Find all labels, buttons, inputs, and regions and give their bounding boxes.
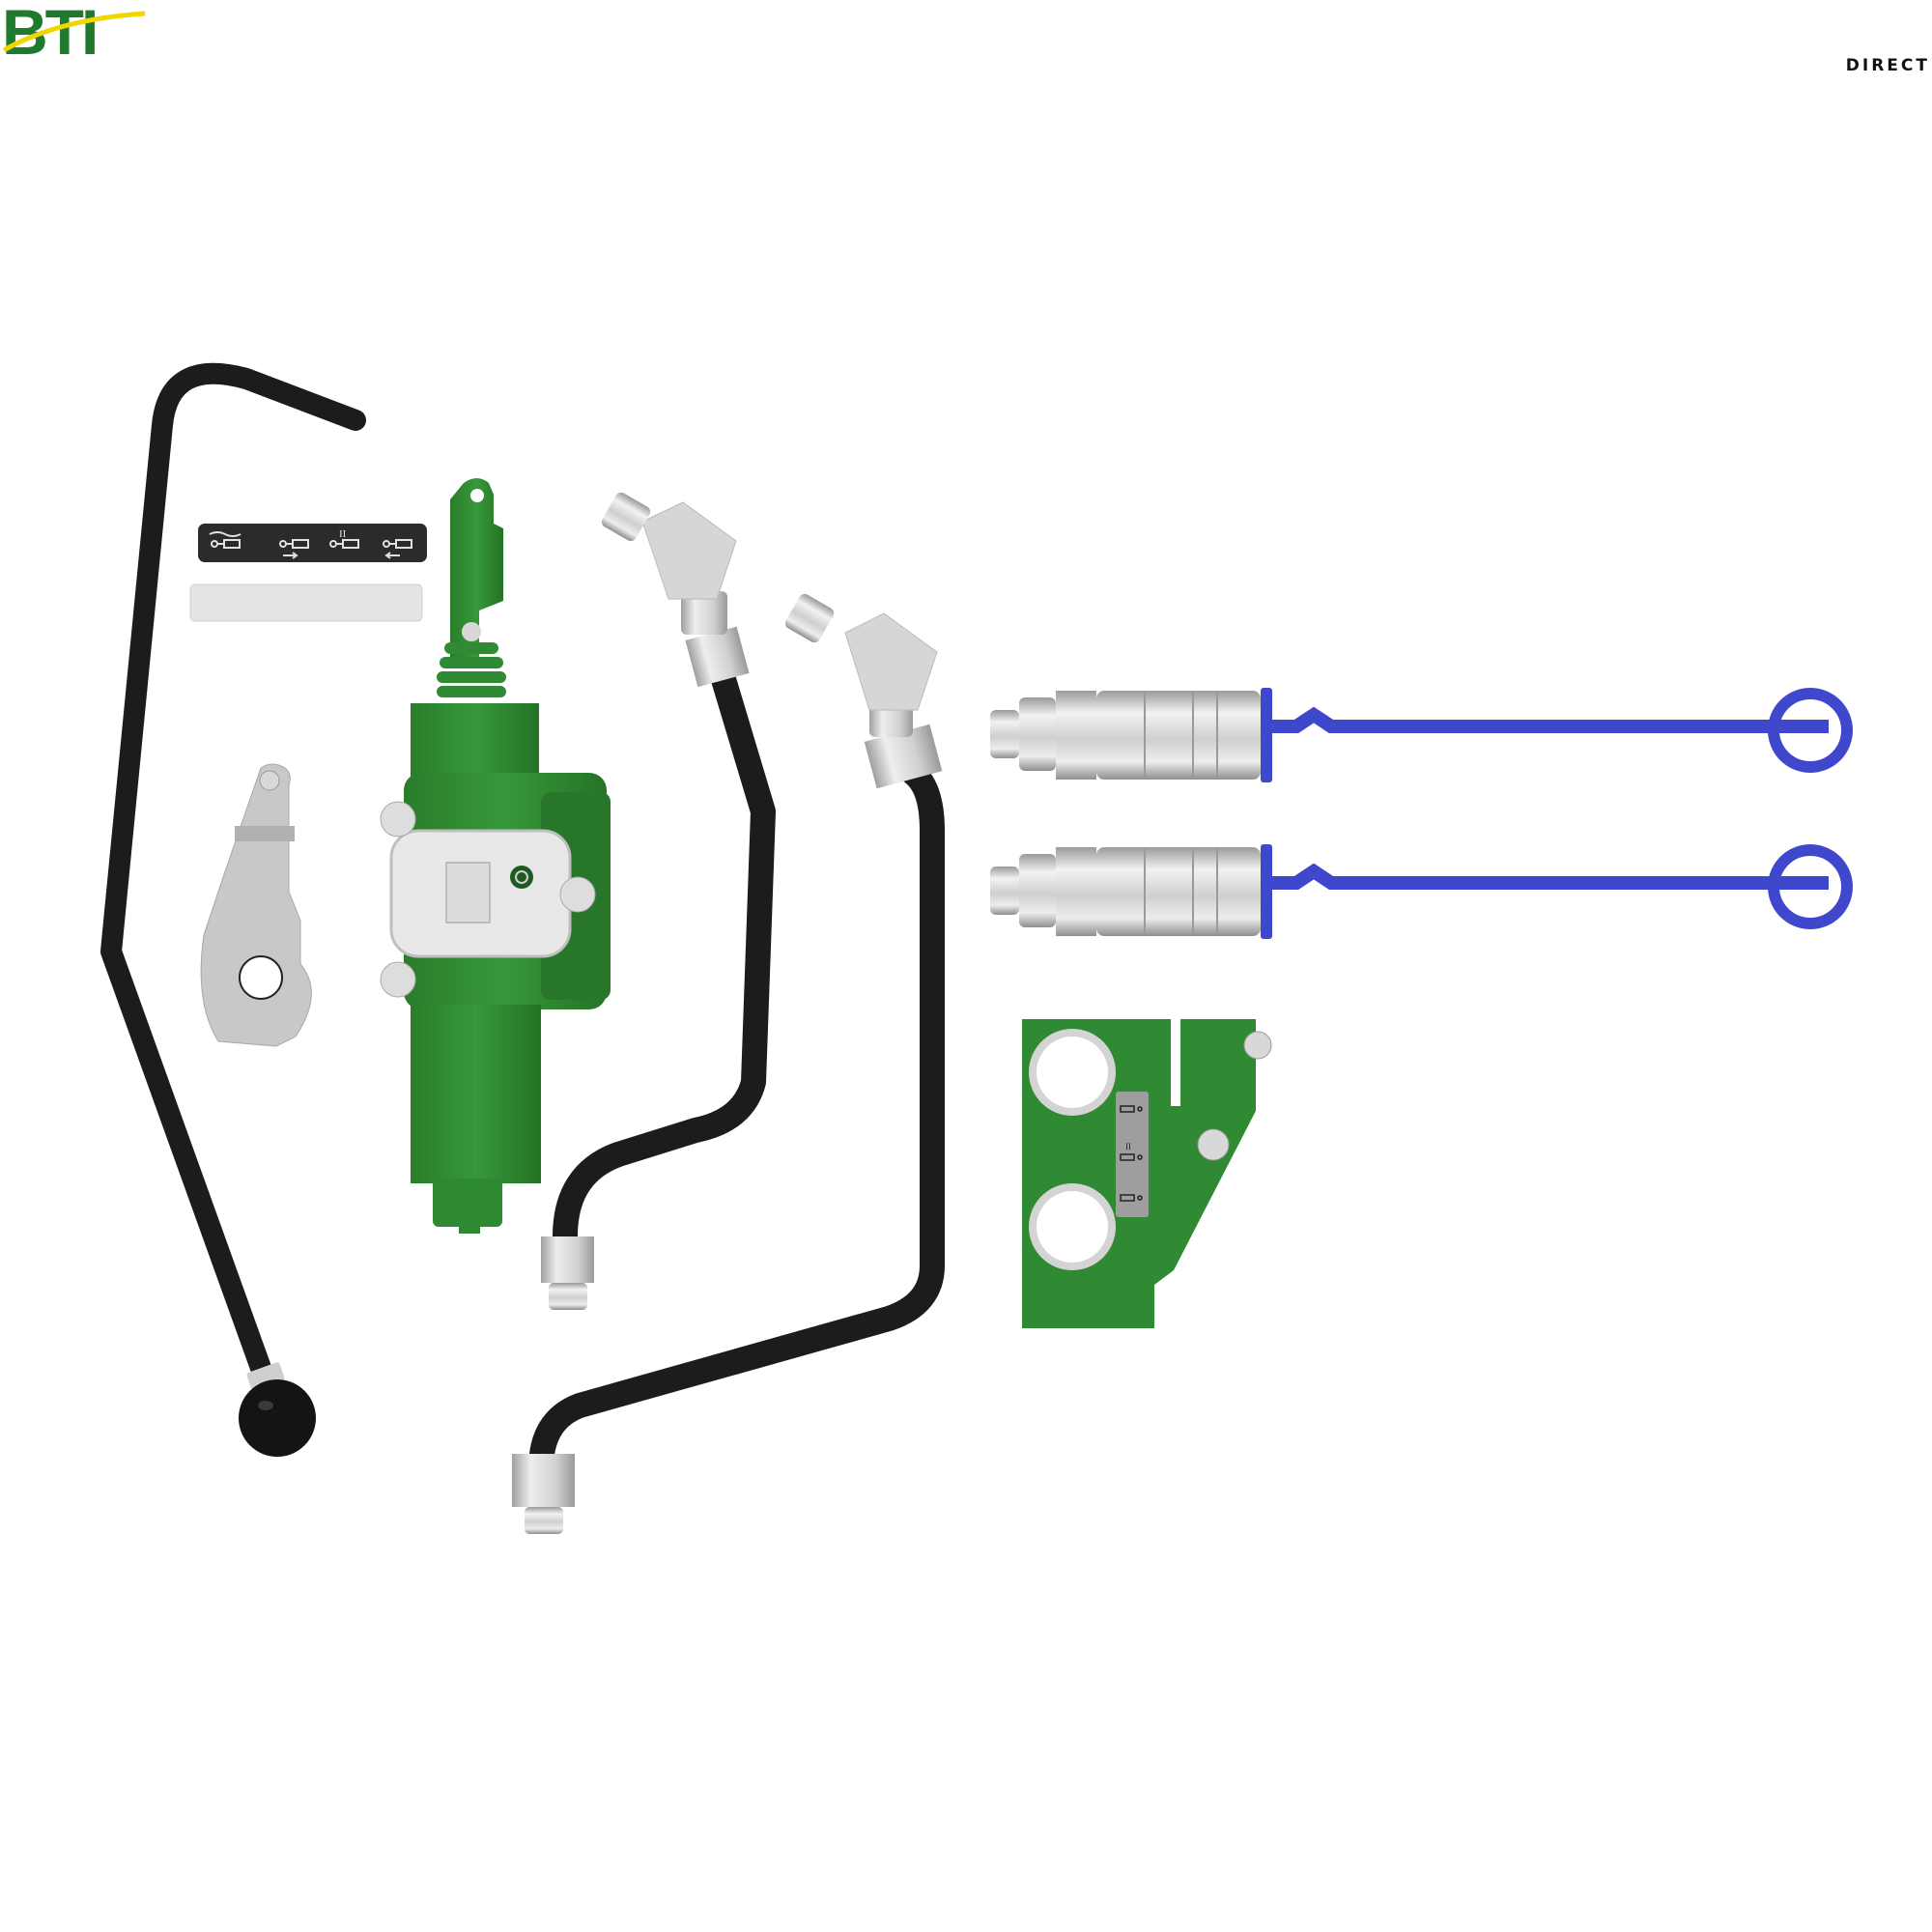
hose-right <box>512 593 945 1534</box>
bti-direct-logo: BTI DIRECT <box>0 0 1927 77</box>
coupler-bracket: II <box>1022 1019 1272 1328</box>
decal-dark: II <box>198 524 427 562</box>
hose-left <box>541 492 776 1310</box>
control-lever <box>100 362 366 1457</box>
svg-text:II: II <box>1125 1142 1131 1151</box>
coupler-2 <box>990 844 1853 939</box>
svg-text:BTI: BTI <box>2 0 96 68</box>
logo-swoosh-icon: BTI <box>2 0 146 68</box>
valve-body <box>380 478 611 1234</box>
svg-text:II: II <box>339 528 347 540</box>
logo-subtitle: DIRECT <box>1845 56 1930 75</box>
decal-silver <box>189 583 423 622</box>
lever-arm <box>200 763 312 1047</box>
coupler-1 <box>990 688 1853 782</box>
lever-knob-icon <box>239 1379 316 1457</box>
